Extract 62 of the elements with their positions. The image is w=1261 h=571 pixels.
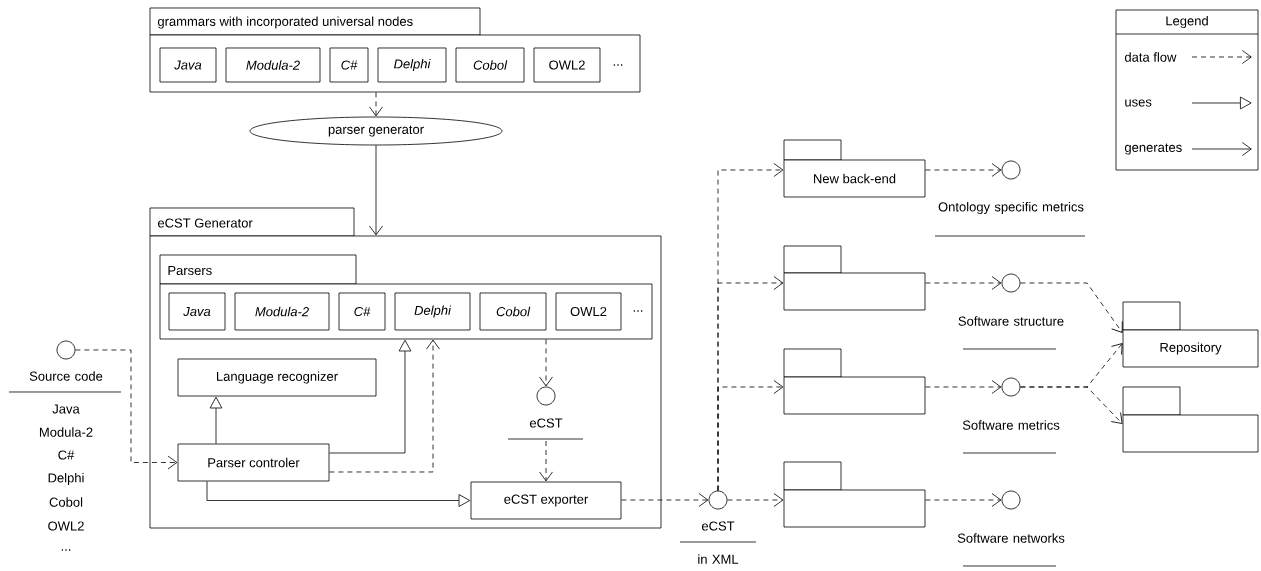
- node-caption: Cobol: [49, 497, 83, 507]
- package-box: [783, 461, 926, 528]
- node-caption: ...: [61, 549, 71, 551]
- language-box: C#: [329, 47, 369, 83]
- language-box: Cobol: [479, 292, 547, 331]
- node-caption: Modula-2: [39, 427, 93, 437]
- legend-label: uses: [1125, 99, 1152, 107]
- package-box: Repository: [1122, 301, 1259, 368]
- arrow: [925, 163, 1002, 177]
- language-box: Delphi: [394, 292, 471, 331]
- arrow: [329, 339, 440, 473]
- node-caption: Source code: [29, 371, 103, 381]
- node-caption: C#: [58, 450, 75, 460]
- arrow: [206, 481, 471, 507]
- node-caption: Software structure: [958, 316, 1064, 326]
- node-caption: Delphi: [48, 472, 84, 486]
- language-box: Modula-2: [225, 47, 321, 83]
- node-caption: eCST: [529, 418, 563, 428]
- ellipsis-text: ...: [633, 310, 643, 312]
- arrow: [539, 440, 553, 482]
- node-caption: OWL2: [48, 521, 84, 531]
- node-caption: Software networks: [957, 533, 1065, 543]
- arrow: [717, 380, 784, 491]
- language-box: C#: [338, 292, 386, 331]
- component-box: Parser controler: [177, 443, 330, 482]
- language-box: OWL2: [533, 47, 601, 83]
- node-caption: Java: [52, 404, 80, 414]
- node-caption: Software metrics: [962, 420, 1060, 430]
- legend-label: data flow: [1124, 52, 1177, 62]
- arrow: [1020, 282, 1123, 333]
- language-box: Java: [159, 47, 217, 83]
- arrow: [727, 493, 784, 507]
- component-box: Language recognizer: [177, 358, 377, 397]
- arrow: [925, 276, 1002, 290]
- language-box: OWL2: [555, 292, 622, 331]
- language-box: Cobol: [455, 47, 525, 83]
- arrow: [925, 493, 1002, 507]
- arrow: [539, 339, 553, 387]
- legend-label: generates: [1124, 143, 1182, 155]
- language-box: Modula-2: [234, 292, 330, 331]
- package-box: [783, 245, 926, 311]
- arrow: [369, 92, 383, 117]
- component-box: eCST exporter: [470, 481, 622, 520]
- arrow: [209, 396, 223, 444]
- language-box: Java: [168, 292, 226, 331]
- node-label: eCST Generator: [157, 218, 253, 228]
- arrow: [925, 380, 1002, 394]
- node-caption: Ontology specific metrics: [938, 201, 1084, 215]
- node-label: Parsers: [168, 265, 212, 276]
- node-label: grammars with incorporated universal nodes: [157, 16, 413, 29]
- arrow: [369, 145, 383, 236]
- arrow: [1020, 386, 1123, 424]
- package-box: [1122, 386, 1259, 453]
- ellipsis-text: ...: [613, 64, 623, 66]
- node-caption: eCST: [701, 521, 735, 531]
- language-box: Delphi: [377, 47, 447, 83]
- node-caption: in XML: [698, 554, 739, 564]
- arrow: [329, 339, 412, 454]
- legend-title: Legend: [1166, 15, 1208, 29]
- package-box: [783, 348, 926, 415]
- arrow: [621, 493, 709, 507]
- package-box: New back-end: [783, 139, 926, 198]
